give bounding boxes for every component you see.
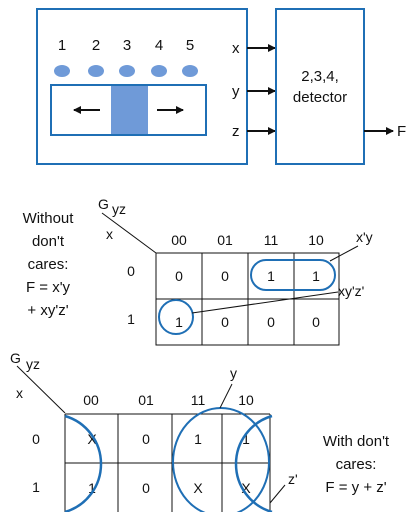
kmap2-col-11: 11 [191,392,206,408]
led-label-5: 5 [186,37,194,54]
kmap2-cell: X [193,480,203,496]
led-row: 1 2 3 4 5 [54,37,198,77]
term1-label: x'y [356,229,373,245]
led-5 [182,65,198,77]
kmap2-col-var: yz [26,356,40,372]
system-diagram: 1 2 3 4 5 x y z 2,3,4, detector F [36,8,406,165]
kmap1-row-1: 1 [127,311,135,327]
kmap2-row-0: 0 [32,431,40,447]
without-label-4: F = x'y [26,279,71,296]
term-zprime-loop-right [234,414,273,512]
kmap2-cell: X [241,480,251,496]
input-y-label: y [232,83,240,100]
kmap2-col-01: 01 [138,392,154,408]
kmap-without-dont-cares: Without don't cares: F = x'y + xy'z' G y… [23,196,373,346]
with-label-2: cares: [336,456,377,473]
term2-label: xy'z' [338,283,364,299]
led-1 [54,65,70,77]
led-label-3: 3 [123,37,131,54]
kmap1-cell: 1 [267,268,275,284]
kmap2-cell: X [87,431,97,447]
kmap1-cell: 0 [221,268,229,284]
kmap1-cell: 0 [267,314,275,330]
sensor-box [36,8,248,165]
kmap2-cell: 0 [142,431,150,447]
kmap1-col-11: 11 [264,232,279,248]
without-label-1: Without [23,210,75,227]
term2-leader [191,291,339,314]
term-zprime-label: z' [288,471,298,487]
detector-label-line2: detector [293,89,347,106]
detector-box [275,8,365,165]
without-label-2: don't [32,233,65,250]
kmap1-col-var: yz [112,201,126,217]
term-y-label: y [230,365,237,381]
kmap2-cell: 1 [242,431,250,447]
with-label-1: With don't [323,433,390,450]
kmap2-col-10: 10 [238,392,254,408]
kmap2-corner-diagonal [16,365,66,414]
kmap1-corner-label: G [98,196,109,212]
kmap1-col-01: 01 [217,232,233,248]
led-2 [88,65,104,77]
kmap1-row-0: 0 [127,263,135,279]
led-label-2: 2 [92,37,100,54]
output-label: F [397,123,406,140]
kmap2-cell: 0 [142,480,150,496]
slider-block [111,86,148,134]
kmap1-grid [155,252,340,346]
kmap1-cell: 1 [175,314,183,330]
term-y-leader [219,383,233,409]
kmap1-col-10: 10 [308,232,324,248]
kmap2-grid [64,413,271,512]
kmap1-cell: 0 [312,314,320,330]
led-4 [151,65,167,77]
term-zprime-leader [269,484,286,504]
kmap2-cell: 1 [88,480,96,496]
kmap2-col-00: 00 [83,392,99,408]
kmap2-corner-label: G [10,350,21,366]
term-y-loop [172,407,270,512]
kmap1-cell: 0 [175,268,183,284]
kmap-with-dont-cares: G yz x 00 01 11 10 0 1 X 0 1 1 1 0 X X [10,350,390,512]
kmap1-cell: 0 [221,314,229,330]
kmap2-row-var: x [16,385,23,401]
term1-leader [329,245,359,262]
with-label-3: F = y + z' [325,479,386,496]
kmap1-cell: 1 [312,268,320,284]
detector-label-line1: 2,3,4, [301,68,339,85]
term-xyprime-zprime-loop [158,299,194,335]
kmap1-corner-diagonal [101,212,157,254]
input-z-label: z [232,123,240,140]
input-x-label: x [232,40,240,57]
kmap2-cell: 1 [194,431,202,447]
led-3 [119,65,135,77]
term-xprime-y-loop [250,259,336,291]
without-label-5: + xy'z' [27,302,68,319]
slider-track [50,84,207,136]
kmap1-row-var: x [106,226,113,242]
kmap2-row-1: 1 [32,479,40,495]
term-zprime-loop-left [64,414,103,512]
led-label-4: 4 [155,37,163,54]
without-label-3: cares: [28,256,69,273]
led-label-1: 1 [58,37,66,54]
kmap1-col-00: 00 [171,232,187,248]
